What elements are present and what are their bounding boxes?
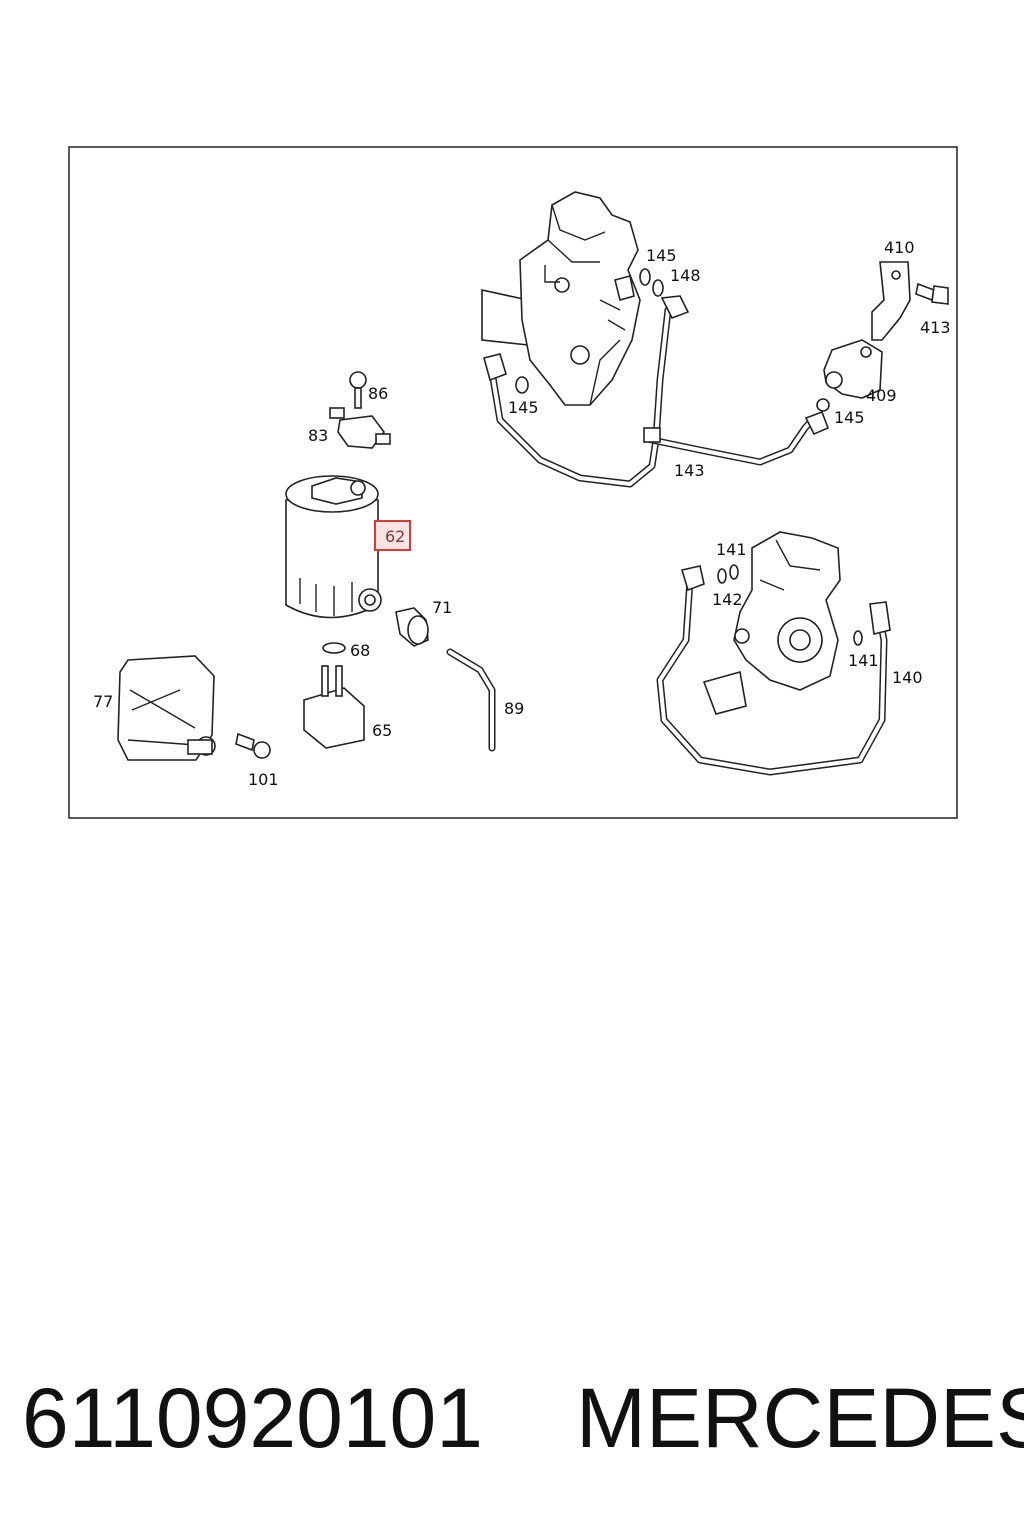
callout-145: 145 [834, 408, 865, 427]
callout-141: 141 [716, 540, 747, 559]
callout-148: 148 [670, 266, 701, 285]
callout-68: 68 [350, 641, 370, 660]
callout-143: 143 [674, 461, 705, 480]
water-sensor-65 [303, 665, 365, 749]
seal-145-top [639, 268, 651, 286]
callout-142: 142 [712, 590, 743, 609]
callout-65: 65 [372, 721, 392, 740]
part-number: 6110920101 [22, 1371, 483, 1465]
fuel-line-143 [483, 295, 830, 488]
callout-413: 413 [920, 318, 951, 337]
callout-410: 410 [884, 238, 915, 257]
seal-142 [717, 568, 727, 584]
callout-71: 71 [432, 598, 452, 617]
bolt-413 [915, 282, 949, 305]
callout-86: 86 [368, 384, 388, 403]
callout-101: 101 [248, 770, 279, 789]
callout-140: 140 [892, 668, 923, 687]
bolt-101 [235, 732, 271, 759]
high-pressure-pump-bottom [702, 531, 841, 715]
fuel-line-140 [656, 565, 891, 776]
sensor-83 [329, 407, 391, 449]
callout-141: 141 [848, 651, 879, 670]
fuel-filter-62 [285, 475, 382, 619]
callout-145: 145 [508, 398, 539, 417]
seal-148 [652, 279, 664, 297]
callout-89: 89 [504, 699, 524, 718]
seal-141-right [853, 630, 863, 646]
clamp-77 [117, 655, 216, 761]
heater-71 [395, 607, 429, 647]
bolt-86 [349, 371, 367, 409]
callout-83: 83 [308, 426, 328, 445]
parts-diagram: 410 145 148 413 409 145 145 143 86 83 62… [68, 146, 958, 819]
callout-145: 145 [646, 246, 677, 265]
hose-89 [446, 648, 496, 752]
seal-145-left [515, 376, 529, 394]
bracket-410 [871, 261, 911, 341]
seal-145-right [816, 398, 830, 412]
callout-62: 62 [385, 527, 405, 546]
high-pressure-pump-top [481, 191, 641, 406]
seal-141-left [729, 564, 739, 580]
callout-77: 77 [93, 692, 113, 711]
callout-409: 409 [866, 386, 897, 405]
diagram-frame [68, 146, 958, 819]
brand-name: MERCEDES [576, 1371, 1024, 1465]
highlight-box [374, 520, 411, 551]
seal-68 [322, 642, 346, 654]
